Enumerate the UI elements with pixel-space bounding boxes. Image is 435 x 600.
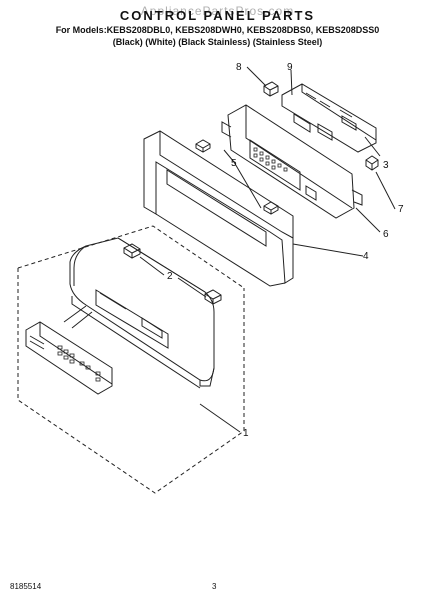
- part-7-spacer: [365, 155, 379, 171]
- callout-5: 5: [231, 158, 237, 169]
- watermark-text: AppliancePartsPros.com: [140, 4, 295, 18]
- part-6-board-bracket: [221, 104, 363, 219]
- models-line: For Models:KEBS208DBL0, KEBS208DWH0, KEB…: [55, 25, 380, 35]
- callout-6: 6: [383, 229, 389, 240]
- callout-1: 1: [243, 428, 249, 439]
- part-8-clip: [263, 81, 279, 97]
- callout-7: 7: [398, 204, 404, 215]
- callout-9: 9: [287, 62, 293, 73]
- part-9-circuit-board: [281, 83, 377, 153]
- callout-2: 2: [167, 271, 173, 282]
- part-2-clips: [123, 243, 222, 305]
- part-1-control-panel-housing: [69, 237, 215, 389]
- leader-lines: [139, 66, 396, 433]
- callout-8: 8: [236, 62, 242, 73]
- page-number: 3: [212, 582, 217, 591]
- part-5-clips: [195, 139, 279, 215]
- part-1-touch-pad-membrane: [25, 305, 113, 395]
- assembly-outline: [17, 225, 245, 494]
- finishes-line: (Black) (White) (Black Stainless) (Stain…: [112, 37, 323, 47]
- page-title: CONTROL PANEL PARTS: [119, 8, 316, 23]
- callout-4: 4: [363, 251, 369, 262]
- part-number: 8185514: [10, 582, 42, 591]
- callout-3: 3: [383, 160, 389, 171]
